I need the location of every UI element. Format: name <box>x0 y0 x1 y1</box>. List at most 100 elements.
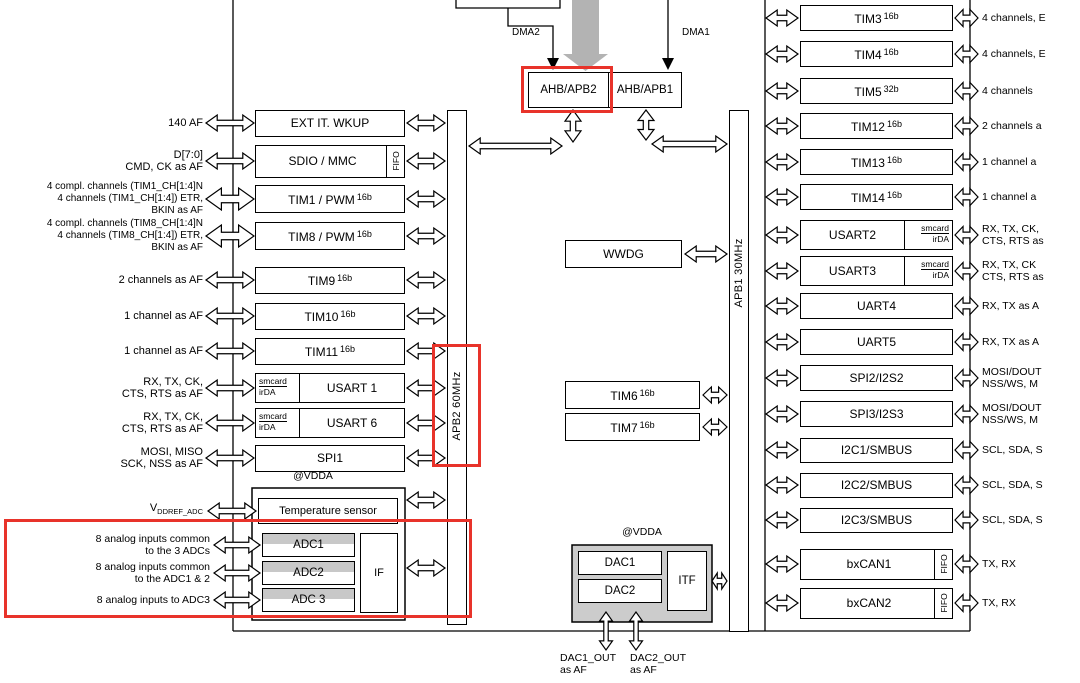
double-arrow <box>405 113 447 133</box>
block-bits-sup: 16b <box>639 419 655 430</box>
block-label: UART5 <box>856 335 897 349</box>
double-arrow <box>212 535 262 555</box>
pin-label-line: to the 3 ADCs <box>145 545 210 557</box>
pin-label-line: RX, TX, CK, <box>143 376 203 388</box>
fifo-label: FIFO <box>938 593 949 613</box>
pin-label: 2 channels a <box>982 120 1080 132</box>
pin-label-line: CTS, RTS as <box>982 235 1044 247</box>
pin-label-line: MOSI, MISO <box>140 446 203 458</box>
double-arrow <box>405 378 447 398</box>
pin-label-line: SCL, SDA, S <box>982 444 1043 456</box>
vdda-label: @VDDA <box>598 526 686 540</box>
block-label: TIM1 / PWM <box>288 192 355 207</box>
block-label: EXT IT. WKUP <box>290 116 370 130</box>
double-arrow <box>764 261 800 281</box>
double-arrow <box>764 332 800 352</box>
pin-label-line: NSS/WS, M <box>982 378 1039 390</box>
block-bits-sup: 16b <box>356 228 372 239</box>
block-label: USART2 <box>828 228 877 242</box>
pin-label-line: 4 compl. channels (TIM1_CH[1:4]N <box>46 181 203 192</box>
double-arrow <box>405 151 447 171</box>
double-arrow <box>598 610 614 652</box>
pin-label: 4 channels, E <box>982 48 1080 60</box>
double-arrow <box>204 223 256 249</box>
block-bits-sup: 16b <box>340 308 356 319</box>
block-spi3-i2s3: SPI3/I2S3 <box>800 401 953 427</box>
block-adc-3: ADC 3 <box>262 588 355 612</box>
block-label: TIM5 <box>854 84 882 99</box>
double-arrow <box>650 134 729 154</box>
pin-label: 2 channels as AF <box>0 274 203 286</box>
pin-label-line: TX, RX <box>982 558 1016 570</box>
dma1-label-text: DMA1 <box>682 27 710 38</box>
pin-label-line: 1 channel a <box>982 156 1037 168</box>
double-arrow <box>954 331 979 353</box>
double-arrow <box>204 413 256 433</box>
irda-line: irDA <box>932 270 949 280</box>
double-arrow <box>764 116 800 136</box>
double-arrow <box>204 378 256 398</box>
smcard-line: smcard <box>921 259 949 270</box>
double-arrow <box>764 510 800 530</box>
pin-label: TX, RX <box>982 558 1080 570</box>
dma2-label-text: DMA2 <box>512 27 540 38</box>
block-label: TIM13 <box>850 155 885 170</box>
pin-label: RX, TX as A <box>982 300 1080 312</box>
pin-label-line: NSS/WS, M <box>982 414 1039 426</box>
double-arrow <box>764 44 800 64</box>
double-arrow <box>954 151 979 173</box>
vref-v: V <box>149 502 158 514</box>
block-label: ADC1 <box>293 539 324 551</box>
block-label: TIM6 <box>610 388 638 403</box>
double-arrow <box>764 81 800 101</box>
double-arrow <box>405 448 447 468</box>
pin-label: 1 channel as AF <box>0 310 203 322</box>
pin-label: 1 channel a <box>982 191 1080 203</box>
apb1-bus-label: APB1 30MHz <box>733 238 745 308</box>
pin-label: RX, TX as A <box>982 336 1080 348</box>
pin-label-line: 1 channel as AF <box>124 310 203 322</box>
pin-label: RX, TX, CK,CTS, RTS as AF <box>0 411 203 435</box>
block-uart4: UART4 <box>800 293 953 319</box>
double-arrow <box>954 43 979 65</box>
double-arrow <box>405 306 447 326</box>
irda-line: irDA <box>259 422 276 432</box>
pin-label: 8 analog inputs to ADC3 <box>0 594 210 606</box>
double-arrow <box>628 610 644 652</box>
double-arrow <box>764 225 800 245</box>
vdda-label: @VDDA <box>258 470 368 484</box>
block-ahb-apb2: AHB/APB2 <box>528 72 609 108</box>
pin-label-line: 8 analog inputs common <box>95 533 210 545</box>
block-label: I2C3/SMBUS <box>840 513 913 527</box>
block-label: WWDG <box>603 247 644 261</box>
pin-label-line: 140 AF <box>168 117 203 129</box>
pin-label: 4 channels, E <box>982 12 1080 24</box>
pin-label: SCL, SDA, S <box>982 444 1080 456</box>
double-arrow <box>954 115 979 137</box>
pin-label-line: 2 channels a <box>982 120 1042 132</box>
pin-label: RX, TX, CK,CTS, RTS as <box>982 223 1080 247</box>
block-label: SPI1 <box>316 451 343 465</box>
block-label: bxCAN1 <box>846 557 892 571</box>
block-label: TIM8 / PWM <box>288 229 355 244</box>
double-arrow <box>954 592 979 614</box>
pin-label-line: CTS, RTS as AF <box>121 423 203 435</box>
pin-label-line: 4 channels <box>982 85 1033 97</box>
double-arrow <box>764 187 800 207</box>
pin-label-line: 2 channels as AF <box>118 274 203 286</box>
block-wwdg: WWDG <box>565 240 682 268</box>
